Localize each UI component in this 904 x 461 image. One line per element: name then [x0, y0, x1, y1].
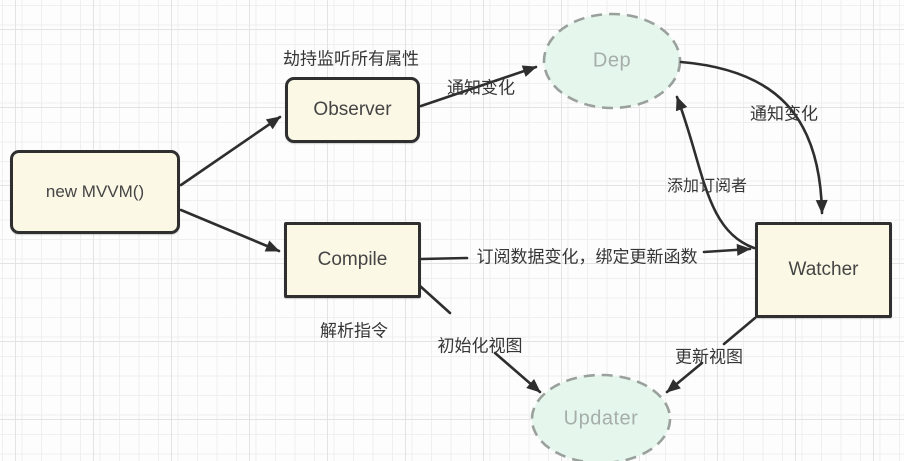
edge-label-update-view: 更新视图: [675, 347, 743, 367]
arrow-observer-dep: [419, 65, 538, 108]
node-compile-label: Compile: [317, 249, 388, 270]
edge-label-notify-watcher: 通知变化: [750, 104, 818, 124]
arrow-newmvvm-compile: [179, 208, 281, 253]
node-updater-label: Updater: [563, 407, 639, 430]
arrow-watcher-updater: [665, 361, 704, 394]
edge-label-subscribe-bind: 订阅数据变化，绑定更新函数: [476, 247, 698, 267]
arrow-dep-watcher: [679, 60, 828, 215]
arrow-compile-watcher-left-segment: [419, 256, 469, 261]
arrow-newmvvm-observer: [179, 115, 282, 187]
dep-ellipse: [542, 12, 682, 110]
node-observer-label: Observer: [313, 99, 392, 120]
node-new-mvvm-label: new MVVM(): [45, 182, 145, 201]
annotation-hijack-listen: 劫持监听所有属性: [283, 49, 419, 69]
node-watcher: Watcher: [755, 222, 892, 318]
annotation-parse-directives: 解析指令: [320, 321, 388, 341]
arrow-compile-updater-upper-segment: [418, 284, 452, 315]
node-dep-label: Dep: [592, 49, 632, 72]
arrow-watcher-updater-upper-segment: [722, 316, 757, 346]
arrow-compile-watcher: [702, 243, 752, 256]
node-observer: Observer: [285, 77, 420, 143]
node-watcher-label: Watcher: [788, 259, 859, 280]
node-compile: Compile: [284, 222, 421, 298]
arrow-watcher-dep: [675, 95, 756, 250]
updater-ellipse: [530, 373, 672, 461]
edge-label-notify-dep: 通知变化: [447, 78, 515, 98]
node-new-mvvm: new MVVM(): [10, 150, 180, 234]
edge-label-init-view: 初始化视图: [437, 336, 523, 356]
edge-label-add-subscriber: 添加订阅者: [666, 178, 748, 195]
arrow-compile-updater: [493, 351, 542, 394]
